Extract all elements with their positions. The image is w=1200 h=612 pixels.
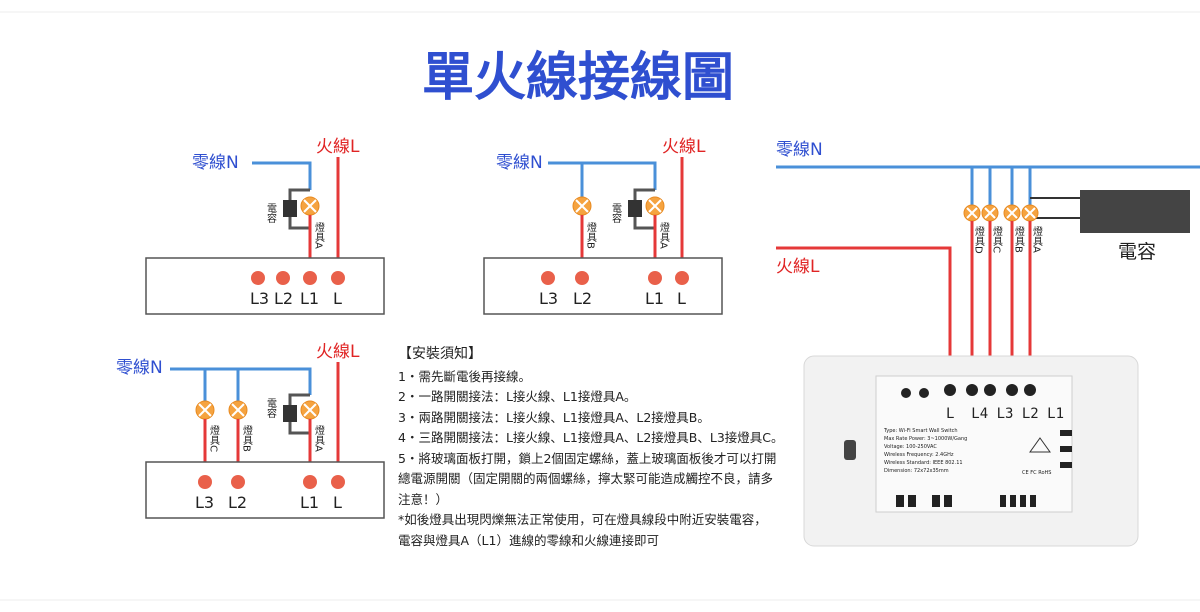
installation-notes: 【安裝須知】 1・需先斷電後再接線。 2・一路開關接法：L接火線、L1接燈具A。…	[398, 344, 798, 551]
terminal-l3-1: L3	[250, 289, 269, 308]
lamp-b-label-2: 燈具B	[585, 222, 597, 249]
panel-double-gang: 零線N 火線L 電容 燈具B 燈具A L3 L2 L1 L	[483, 137, 723, 315]
lamp-a-label-4: 燈具A	[1031, 226, 1043, 253]
notes-line-3: 3・兩路開關接法：L接火線、L1接燈具A、L2接燈具B。	[398, 409, 710, 425]
neutral-label-4: 零線N	[776, 140, 823, 160]
terminal-l-3: L	[333, 493, 342, 512]
capacitor-label-1: 電容	[265, 203, 277, 224]
notes-line-7: 注意！）	[398, 491, 449, 507]
panel-quad-gang: 零線N 火線L 電容 燈具D 燈具C 燈具B 燈具A	[776, 140, 1200, 547]
lamp-a-label-3: 燈具A	[313, 425, 325, 452]
panel-single-gang: 零線N 火線L 電容 燈具A L3 L2 L1 L	[145, 137, 385, 315]
terminal-l-2: L	[677, 289, 686, 308]
notes-line-1: 1・需先斷電後再接線。	[398, 368, 531, 384]
device-label-line6: Dimension: 72x72x35mm	[884, 468, 949, 474]
notes-line-2: 2・一路開關接法：L接火線、L1接燈具A。	[398, 389, 637, 404]
device-label-line5: Wireless Standard: IEEE 802.11	[884, 460, 963, 466]
switch-box-1	[145, 257, 385, 315]
terminal-l3-3: L3	[195, 493, 214, 512]
terminal-l1-3: L1	[300, 493, 319, 512]
lamp-b-label-3: 燈具B	[241, 425, 253, 452]
neutral-label-3: 零線N	[116, 358, 163, 378]
notes-line-5: 5・將玻璃面板打開，鎖上2個固定螺絲，蓋上玻璃面板後才可以打開	[398, 450, 777, 466]
page-title: 單火線接線圖	[422, 48, 734, 108]
terminal-l2-2: L2	[573, 289, 592, 308]
smart-switch-device: L L4 L3 L2 L1 Type: Wi-Fi Smart Wall Swi…	[803, 355, 1139, 547]
terminal-l2-3: L2	[228, 493, 247, 512]
live-label-2: 火線L	[662, 137, 706, 157]
capacitor-label-4: 電容	[1118, 241, 1156, 263]
device-marks: CE FC RoHS	[1022, 470, 1051, 476]
terminal-l1-2: L1	[645, 289, 664, 308]
lamp-d-label-4: 燈具D	[973, 226, 985, 254]
device-terminal-row: L L4 L3 L2 L1	[946, 406, 1064, 422]
terminal-l2-1: L2	[274, 289, 293, 308]
live-label-3: 火線L	[316, 342, 360, 362]
neutral-label-1: 零線N	[192, 153, 239, 173]
neutral-label-2: 零線N	[496, 153, 543, 173]
capacitor-icon	[283, 200, 297, 217]
notes-line-8: *如後燈具出現閃爍無法正常使用，可在燈具線段中附近安裝電容，	[398, 512, 767, 527]
notes-line-4: 4・三路開關接法：L接火線、L1接燈具A、L2接燈具B、L3接燈具C。	[398, 430, 784, 445]
device-label-line1: Type: Wi-Fi Smart Wall Switch	[883, 428, 958, 434]
panel-triple-gang: 零線N 火線L 電容 燈具C 燈具B 燈具A L3 L2 L1 L	[116, 342, 385, 519]
terminal-l3-2: L3	[539, 289, 558, 308]
lamp-c-label-3: 燈具C	[208, 425, 220, 452]
lamp-a-label-2: 燈具A	[658, 222, 670, 249]
device-label-line4: Wireless Frequency: 2.4GHz	[884, 452, 954, 458]
device-label-line3: Voltage: 100-250VAC	[884, 444, 937, 450]
notes-line-6: 總電源開關（固定開關的兩個螺絲，擰太緊可能造成觸控不良，請多	[398, 471, 774, 486]
notes-line-9: 電容與燈具A（L1）進線的零線和火線連接即可	[398, 532, 659, 548]
lamp-b-label-4: 燈具B	[1013, 226, 1025, 253]
terminal-l-1: L	[333, 289, 342, 308]
live-label-1: 火線L	[316, 137, 360, 157]
capacitor-label-2: 電容	[610, 203, 622, 224]
warning-icon	[1029, 437, 1051, 453]
lamp-a-label-1: 燈具A	[313, 222, 325, 249]
live-label-4: 火線L	[776, 257, 820, 277]
capacitor-box	[1080, 190, 1190, 233]
device-label-line2: Max Rate Power: 3~1000W/Gang	[884, 436, 967, 442]
capacitor-label-3: 電容	[265, 398, 277, 419]
lamp-c-label-4: 燈具C	[991, 226, 1003, 253]
terminal-l1-1: L1	[300, 289, 319, 308]
notes-heading: 【安裝須知】	[398, 346, 482, 362]
